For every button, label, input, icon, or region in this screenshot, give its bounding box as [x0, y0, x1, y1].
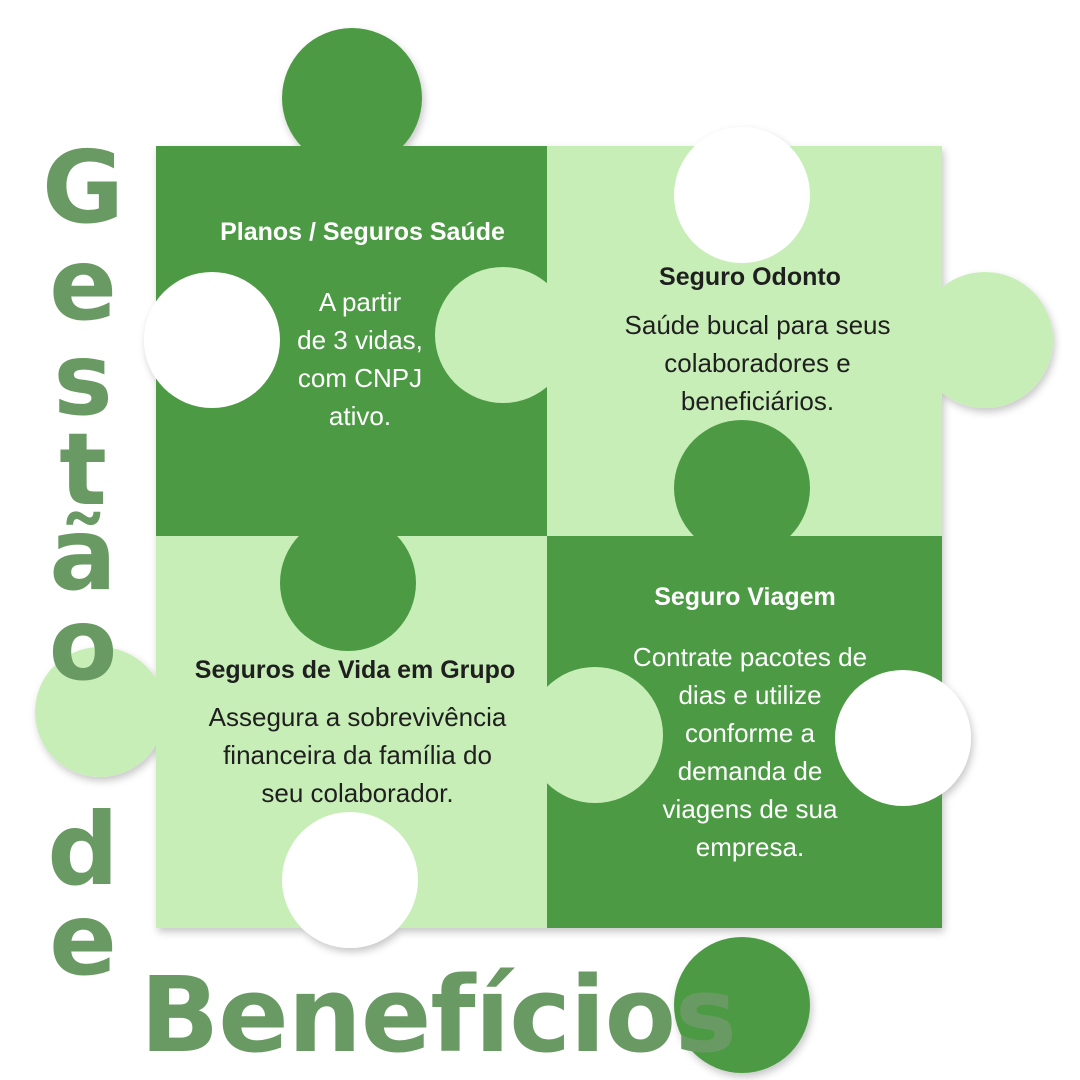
desc-line: de 3 vidas, [297, 325, 423, 355]
heading-letter-t: t [59, 411, 107, 528]
desc-line: dias e utilize [678, 680, 822, 710]
piece-viagem-desc: Contrate pacotes de dias e utilize confo… [580, 638, 920, 866]
piece-vida-desc: Assegura a sobrevivência financeira da f… [170, 698, 545, 812]
hole-bottom [282, 812, 418, 948]
heading-beneficios: Benefícios [140, 954, 737, 1076]
piece-odonto-title: Seguro Odonto [659, 263, 841, 291]
heading-letter-d: d [47, 791, 119, 908]
heading-letter-g: G [41, 129, 125, 246]
desc-line: financeira da família do [223, 740, 492, 770]
desc-line: A partir [318, 287, 402, 317]
piece-saude-title: Planos / Seguros Saúde [220, 218, 505, 246]
piece-odonto-desc: Saúde bucal para seus colaboradores e be… [580, 306, 935, 420]
desc-line: ativo. [328, 401, 392, 431]
knob-top [282, 28, 422, 168]
heading-letter-e: e [49, 226, 117, 343]
desc-line: Saúde bucal para seus [624, 310, 891, 340]
knob-bottom [674, 937, 810, 1073]
heading-letter-a-tilde: ã [49, 496, 117, 613]
desc-line: demanda de [677, 756, 823, 786]
knob-center-left [280, 515, 416, 651]
piece-vida-title: Seguros de Vida em Grupo [194, 656, 516, 684]
desc-line: Contrate pacotes de [632, 642, 868, 672]
heading-letter-o: o [48, 586, 118, 703]
desc-line: com CNPJ [297, 363, 423, 393]
desc-line: conforme a [684, 718, 816, 748]
hole-top-right [674, 127, 810, 263]
knob-right [917, 272, 1053, 408]
knob-center-bottom [527, 667, 663, 803]
desc-line: colaboradores e [664, 348, 851, 378]
heading-letter-s: s [53, 321, 113, 438]
piece-viagem-title: Seguro Viagem [654, 583, 836, 611]
desc-line: seu colaborador. [261, 778, 454, 808]
knob-center-right [435, 267, 571, 403]
knob-center-top [674, 420, 810, 556]
knob-left [35, 647, 165, 777]
desc-line: empresa. [695, 832, 805, 862]
piece-saude-desc: A partir de 3 vidas, com CNPJ ativo. [245, 283, 475, 435]
hole-right [835, 670, 971, 806]
desc-line: viagens de sua [662, 794, 838, 824]
hole-left [144, 272, 280, 408]
heading-letter-e2: e [49, 881, 117, 998]
desc-line: beneficiários. [680, 386, 835, 416]
desc-line: Assegura a sobrevivência [208, 702, 507, 732]
